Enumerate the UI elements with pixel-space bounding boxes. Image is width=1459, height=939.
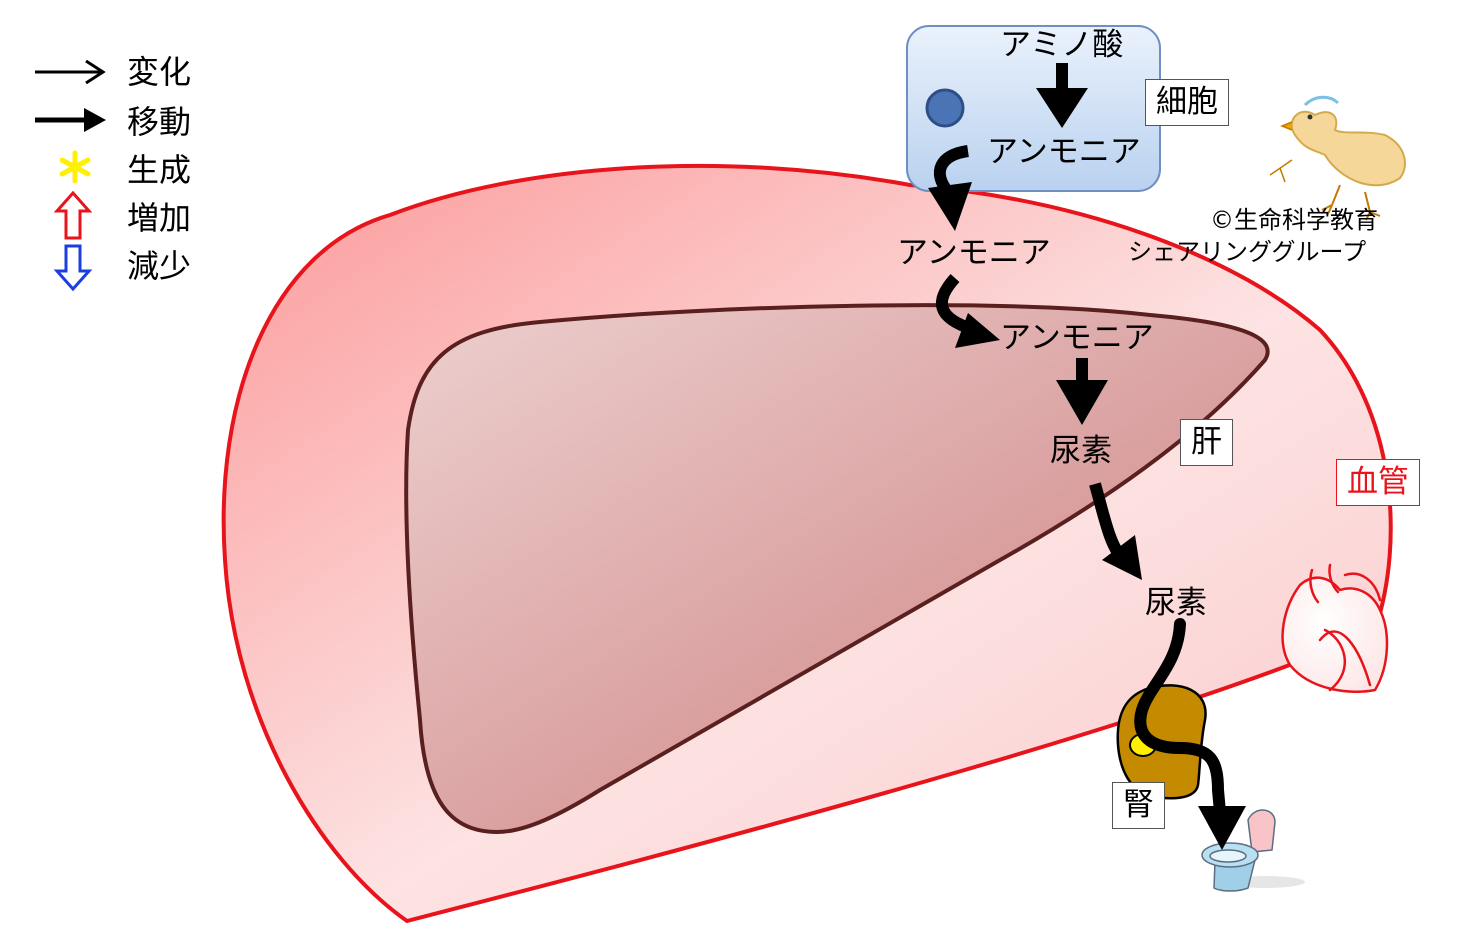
cell-nucleus <box>925 88 965 128</box>
arrow-cell-to-blood <box>928 145 972 231</box>
cell-ammonia-label: アンモニア <box>987 134 1141 170</box>
legend-label-move: 移動 <box>127 103 192 141</box>
up-arrow-outline-icon <box>53 190 93 240</box>
flow-arrows <box>928 63 1246 850</box>
arrow-blood-to-liver <box>935 273 1000 348</box>
asterisk-icon <box>59 150 91 184</box>
credit-line-1: ©生命科学教育 <box>1210 206 1378 234</box>
toilet-illustration <box>1201 809 1305 892</box>
legend <box>35 59 106 292</box>
arrow-liver-to-blood-urea <box>1089 482 1142 580</box>
cell-amino-acid-label: アミノ酸 <box>1000 27 1124 63</box>
arrow-ammonia-to-urea <box>1056 358 1108 425</box>
blood-ammonia-label: アンモニア <box>897 235 1051 271</box>
blood-urea-label: 尿素 <box>1145 585 1207 621</box>
heart-illustration <box>1281 563 1389 693</box>
kidney-box-label: 腎 <box>1112 782 1165 829</box>
liver-urea-label: 尿素 <box>1050 433 1112 469</box>
arrow-amino-to-ammonia <box>1036 63 1088 128</box>
liver-box-label: 肝 <box>1180 419 1233 466</box>
legend-label-change: 変化 <box>127 53 192 91</box>
legend-label-generate: 生成 <box>127 151 192 189</box>
legend-label-decrease: 減少 <box>127 247 192 285</box>
chick-illustration <box>1269 95 1406 221</box>
bold-arrow-icon <box>35 108 106 132</box>
legend-label-increase: 増加 <box>127 199 192 237</box>
arrow-blood-to-kidney-to-toilet <box>1134 618 1246 850</box>
down-arrow-outline-icon <box>53 244 93 292</box>
credit-line-2: シェアリンググループ <box>1128 238 1367 266</box>
liver-region <box>404 303 1270 835</box>
thin-arrow-icon <box>35 59 106 85</box>
cell-box-label: 細胞 <box>1145 79 1229 126</box>
blood-vessel-box-label: 血管 <box>1336 459 1420 506</box>
liver-ammonia-label: アンモニア <box>1000 320 1154 356</box>
